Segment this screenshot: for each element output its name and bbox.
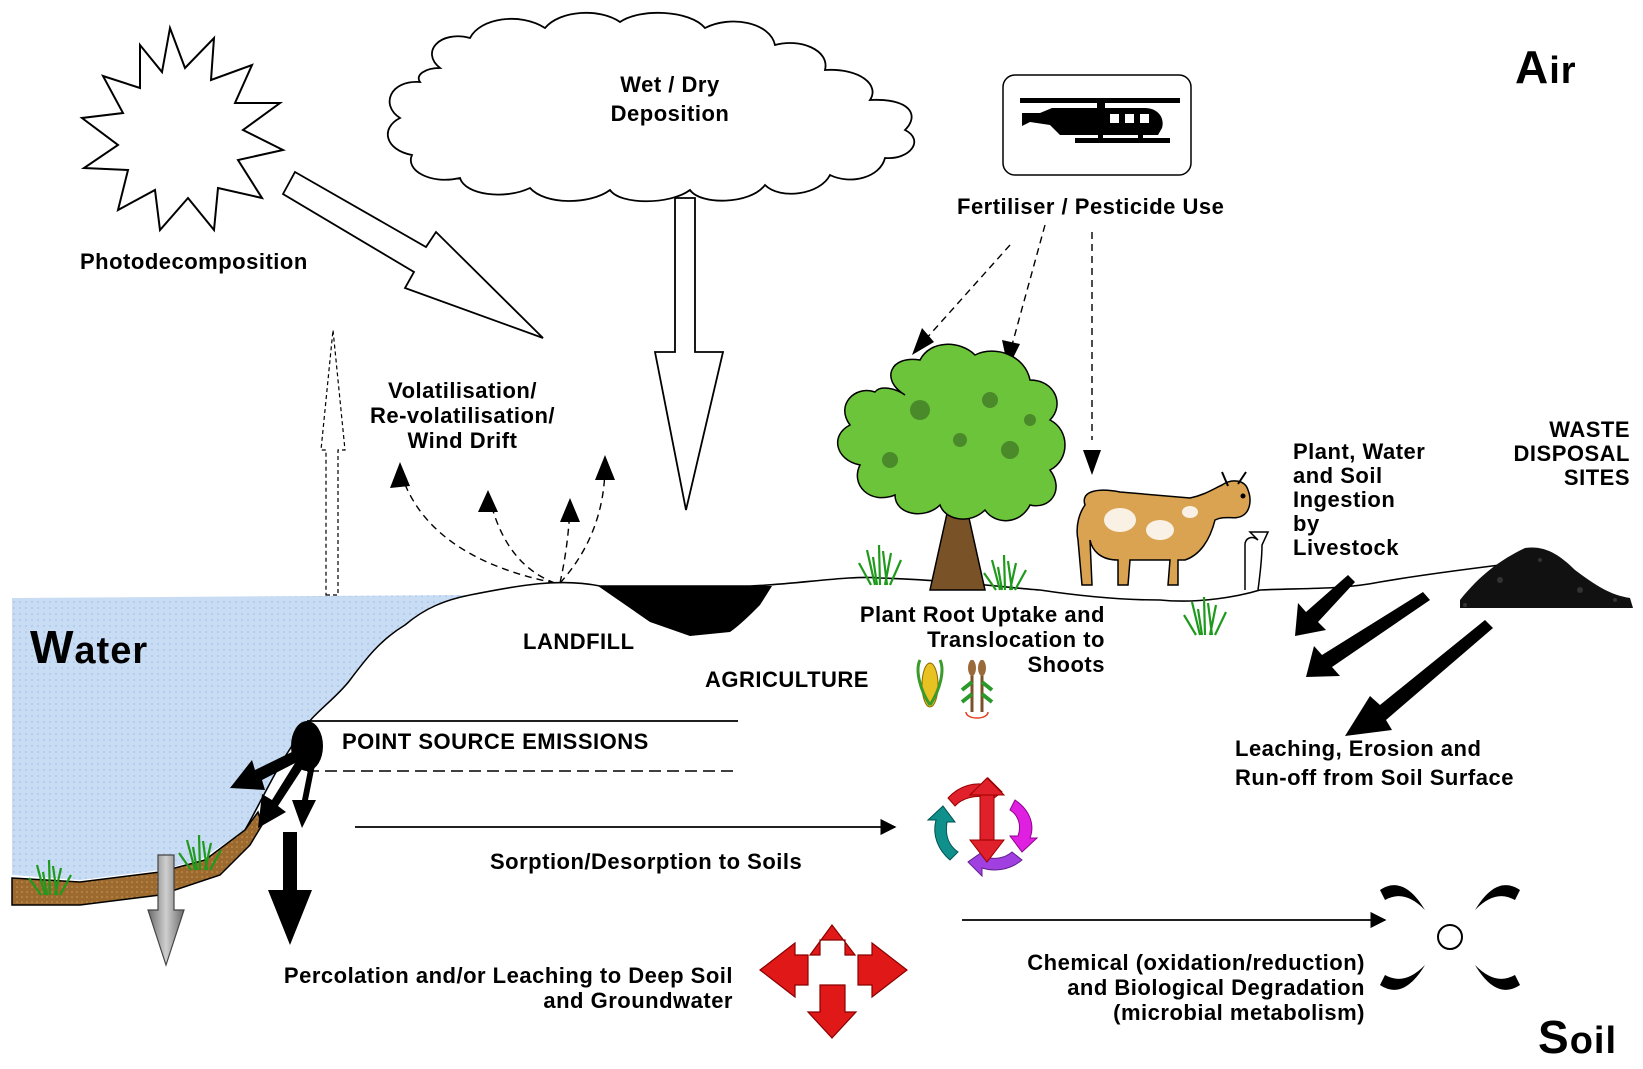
sorption-label: Sorption/Desorption to Soils xyxy=(490,849,803,874)
landfill-label: LANDFILL xyxy=(523,629,635,654)
ingestion-arrow xyxy=(1244,531,1270,591)
cow-icon xyxy=(1076,471,1251,586)
degradation-label: Chemical (oxidation/reduction)and Biolog… xyxy=(1027,950,1365,1025)
volatilisation-label: Volatilisation/Re-volatilisation/Wind Dr… xyxy=(369,378,556,453)
percolation-label: Percolation and/or Leaching to Deep Soil… xyxy=(283,963,733,1013)
sun-icon xyxy=(79,24,286,233)
percolation-black-arrow xyxy=(268,832,312,945)
cycle-arrows-icon xyxy=(926,776,1039,878)
leaching-arrows xyxy=(1295,575,1493,736)
deposition-arrow xyxy=(653,197,725,511)
compartment-water: Water xyxy=(30,621,149,673)
waste-pile-icon xyxy=(1460,547,1633,608)
helicopter-icon xyxy=(1020,98,1180,143)
percolation-gray-arrow xyxy=(147,854,185,967)
ground-surface xyxy=(469,564,1501,602)
point-source-label: POINT SOURCE EMISSIONS xyxy=(342,729,649,754)
fertiliser-arrows xyxy=(924,224,1093,440)
cloud-icon xyxy=(386,11,916,203)
outflow-arrows xyxy=(230,748,316,828)
corn-icon xyxy=(916,659,944,708)
landfill-pit xyxy=(598,586,772,636)
volatilisation-up-arrow xyxy=(320,329,346,596)
volatilisation-arrowheads xyxy=(390,455,615,522)
photodecomposition-label: Photodecomposition xyxy=(80,249,308,274)
four-way-arrows-icon xyxy=(759,923,908,1039)
compartment-soil: Soil xyxy=(1538,1011,1618,1063)
fertiliser-label: Fertiliser / Pesticide Use xyxy=(957,194,1225,219)
agriculture-label: AGRICULTURE xyxy=(705,667,869,692)
degradation-icon xyxy=(1380,885,1520,990)
photodecomposition-arrow xyxy=(281,170,544,339)
tree-icon xyxy=(836,343,1066,591)
crop-plant-icon xyxy=(960,660,994,719)
water-body xyxy=(12,595,470,880)
compartment-air: Air xyxy=(1515,41,1577,93)
volatilisation-curves xyxy=(399,464,606,584)
grass-icon xyxy=(28,544,1227,896)
